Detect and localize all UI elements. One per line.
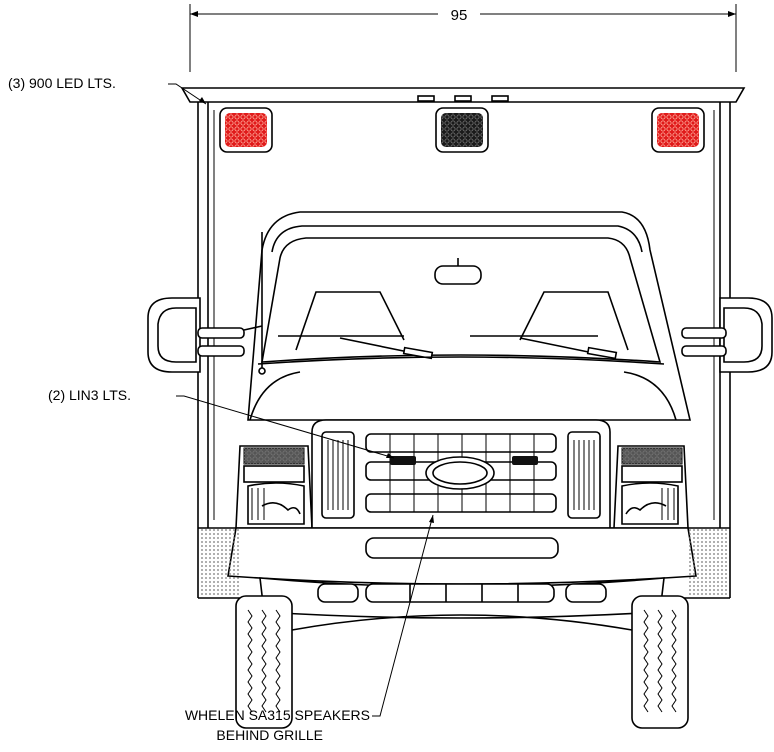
wheel-left — [235, 595, 293, 729]
front-bumper — [227, 527, 697, 619]
mirror-left — [147, 297, 263, 373]
ford-emblem — [425, 456, 495, 490]
width-dimension: 95 — [189, 4, 737, 72]
windshield — [261, 237, 662, 363]
led-light-right — [651, 107, 705, 153]
led-light-left — [219, 107, 273, 153]
callout-led-lights-label: (3) 900 LED LTS. — [8, 75, 116, 91]
cab — [247, 211, 692, 421]
lin3-light-left — [390, 456, 416, 465]
mud-flap-left — [199, 529, 239, 597]
grille-vent-right — [567, 431, 601, 519]
lin3-light-right — [512, 456, 538, 465]
callout-led-lights: (3) 900 LED LTS. — [8, 75, 207, 105]
front-fascia — [235, 419, 689, 529]
callout-speakers-line1: WHELEN SA315 SPEAKERS — [185, 707, 370, 723]
callout-lin3-lights-label: (2) LIN3 LTS. — [48, 387, 131, 403]
mirror-right — [681, 297, 773, 373]
led-light-center — [435, 107, 489, 153]
callout-speakers-line2: BEHIND GRILLE — [216, 727, 323, 743]
callout-speakers: WHELEN SA315 SPEAKERS BEHIND GRILLE — [185, 514, 434, 743]
headlight-right — [613, 445, 689, 529]
wheel-right — [631, 595, 689, 729]
underbody — [291, 614, 633, 631]
dimension-label: 95 — [451, 7, 468, 24]
rearview-mirror — [434, 265, 482, 285]
grille-vent-left — [321, 431, 355, 519]
mud-flap-right — [688, 529, 729, 597]
callout-lin3-lights: (2) LIN3 LTS. — [48, 387, 395, 459]
headlight-left — [235, 445, 313, 529]
